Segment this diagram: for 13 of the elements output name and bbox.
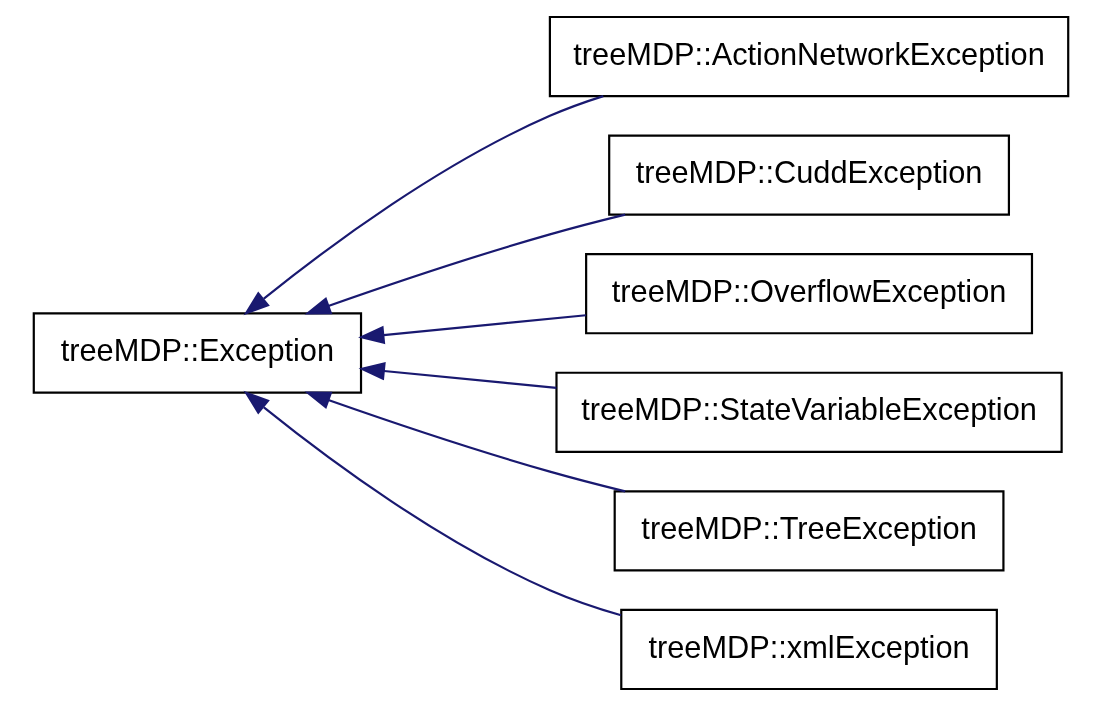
node-box: treeMDP::OverflowException [585, 253, 1034, 335]
arrow [358, 361, 557, 389]
node-box: treeMDP::StateVariableException [555, 371, 1063, 453]
arrow [358, 314, 586, 345]
arrow [243, 390, 622, 617]
arrow [243, 95, 604, 316]
arrow [304, 391, 626, 493]
node-box: treeMDP::xmlException [620, 608, 998, 691]
node-box: treeMDP::ActionNetworkException [548, 15, 1070, 98]
node-box: treeMDP::Exception [32, 312, 363, 394]
node-box: treeMDP::CuddException [608, 134, 1010, 216]
node-box: treeMDP::TreeException [613, 490, 1005, 572]
arrow [304, 213, 626, 315]
